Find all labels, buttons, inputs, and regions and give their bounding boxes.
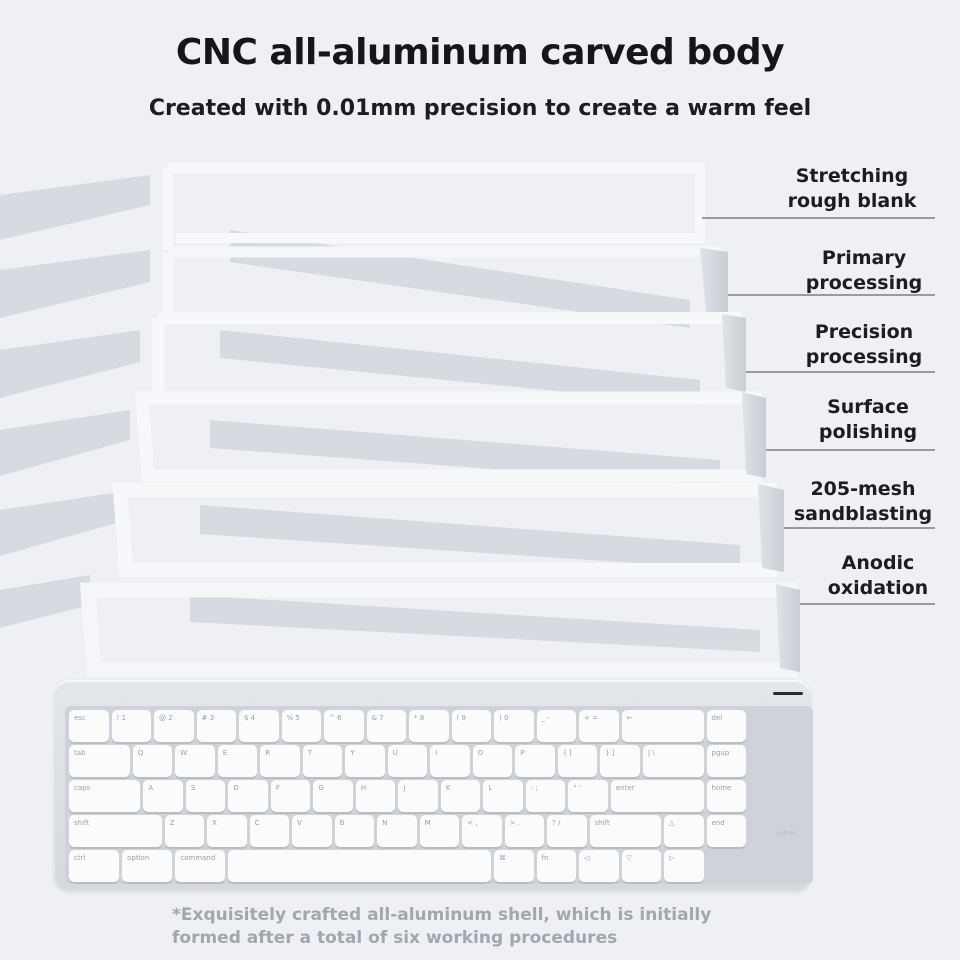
keyboard-key: shift [69,815,162,847]
keyboard-key: W [175,745,215,777]
keyboard-key: G [313,780,353,812]
keyboard-key: I [430,745,470,777]
stage-label-sandblasting: 205-mesh sandblasting [793,478,933,525]
keyboard-key: X [207,815,247,847]
keyboard-key: end [706,815,746,847]
keyboard-key: esc [69,710,109,742]
keyboard-key: ? / [547,815,587,847]
keyboard-key: > . [504,815,545,847]
keyboard-key: J [398,780,438,812]
keyboard-key: D [228,780,268,812]
keyboard-key: tab [69,745,130,777]
keyboard-key: ▽ [621,850,661,882]
keyboard-key: M [419,815,460,847]
keyboard-key: @ 2 [154,710,194,742]
stage-leader-lines [702,217,935,605]
page-subtitle: Created with 0.01mm precision to create … [148,96,812,121]
keyboard-key: R [260,745,300,777]
keyboard-key: del [706,710,746,742]
keyboard-key [228,850,491,882]
frame-sandblasting [112,483,784,577]
keyboard-key: } ] [600,745,640,777]
stage-label-primary: Primary processing [805,247,923,294]
keyboard-key: O [472,745,513,777]
keyboard-key: ctrl [69,850,120,882]
keyboard-key: | \ [642,745,704,777]
keyboard-key: T [302,745,343,777]
stage-label-polishing: Surface polishing [818,396,918,443]
keyboard-key: U [387,745,428,777]
keyboard-key: K [440,780,481,812]
keyboard-key: ← [621,710,704,742]
keyboard-key: Q [132,745,173,777]
keyboard-key: % 5 [281,710,321,742]
stage-label-stretching: Stretching rough blank [787,165,917,212]
keyboard-key: command [175,850,226,882]
keyboard-key: ( 9 [451,710,491,742]
page-title: CNC all-aluminum carved body [175,32,785,73]
keyboard-illustration: esc! 1@ 2# 3$ 4% 5^ 6& 7* 8( 9) 0_ -+ =←… [55,680,813,890]
keyboard-key: Z [164,815,205,847]
keyboard-key: enter [610,780,704,812]
stage-label-anodic-oxidation: Anodic oxidation [827,552,929,599]
keyboard-key: C [249,815,290,847]
keyboard-key-area: esc! 1@ 2# 3$ 4% 5^ 6& 7* 8( 9) 0_ -+ =←… [65,706,813,884]
footnote: *Exquisitely crafted all-aluminum shell,… [172,905,712,948]
keyboard-key: S [185,780,226,812]
keyboard-key: A [143,780,183,812]
keyboard-key: △ [664,815,704,847]
keyboard-key: option [122,850,173,882]
keyboard-key: H [355,780,396,812]
keyboard-key: # 3 [196,710,236,742]
keyboard-key: { [ [557,745,598,777]
keyboard-key: B [334,815,375,847]
keyboard-key: : ; [525,780,566,812]
keyboard-key: L [483,780,523,812]
keyboard-logo: Lofree [777,830,796,837]
keyboard-key: F [270,780,311,812]
keyboard-key: N [377,815,417,847]
keyboard-key: ^ 6 [324,710,364,742]
stage-label-precision: Precision processing [805,321,923,368]
keyboard-key: Y [345,745,385,777]
keyboard-key: ! 1 [111,710,151,742]
keyboard-key: + = [579,710,619,742]
frame-primary-processing [162,246,728,318]
keyboard-key: fn [536,850,576,882]
keyboard-key: ) 0 [494,710,534,742]
keyboard-key: shift [589,815,661,847]
keyboard-key: home [706,780,746,812]
keyboard-key: ▷ [664,850,704,882]
keyboard-key: E [217,745,258,777]
frame-precision-processing [152,312,746,392]
keyboard-key: pgup [706,745,746,777]
keyboard-key: " ' [568,780,608,812]
frame-surface-polishing [134,391,766,483]
keyboard-indicator-light [773,692,803,695]
frame-stretching-rough-blank [163,163,705,250]
keyboard-key: * 8 [409,710,449,742]
keyboard-key: caps [69,780,141,812]
keyboard-key: _ - [536,710,576,742]
keyboard-key: P [515,745,555,777]
keyboard-key: V [292,815,332,847]
frame-anodic-oxidation [79,582,800,678]
keyboard-key: < , [462,815,502,847]
keyboard-key: ⌘ [494,850,534,882]
keyboard-key: $ 4 [239,710,279,742]
keyboard-key: ◁ [579,850,619,882]
keyboard-key: & 7 [366,710,406,742]
